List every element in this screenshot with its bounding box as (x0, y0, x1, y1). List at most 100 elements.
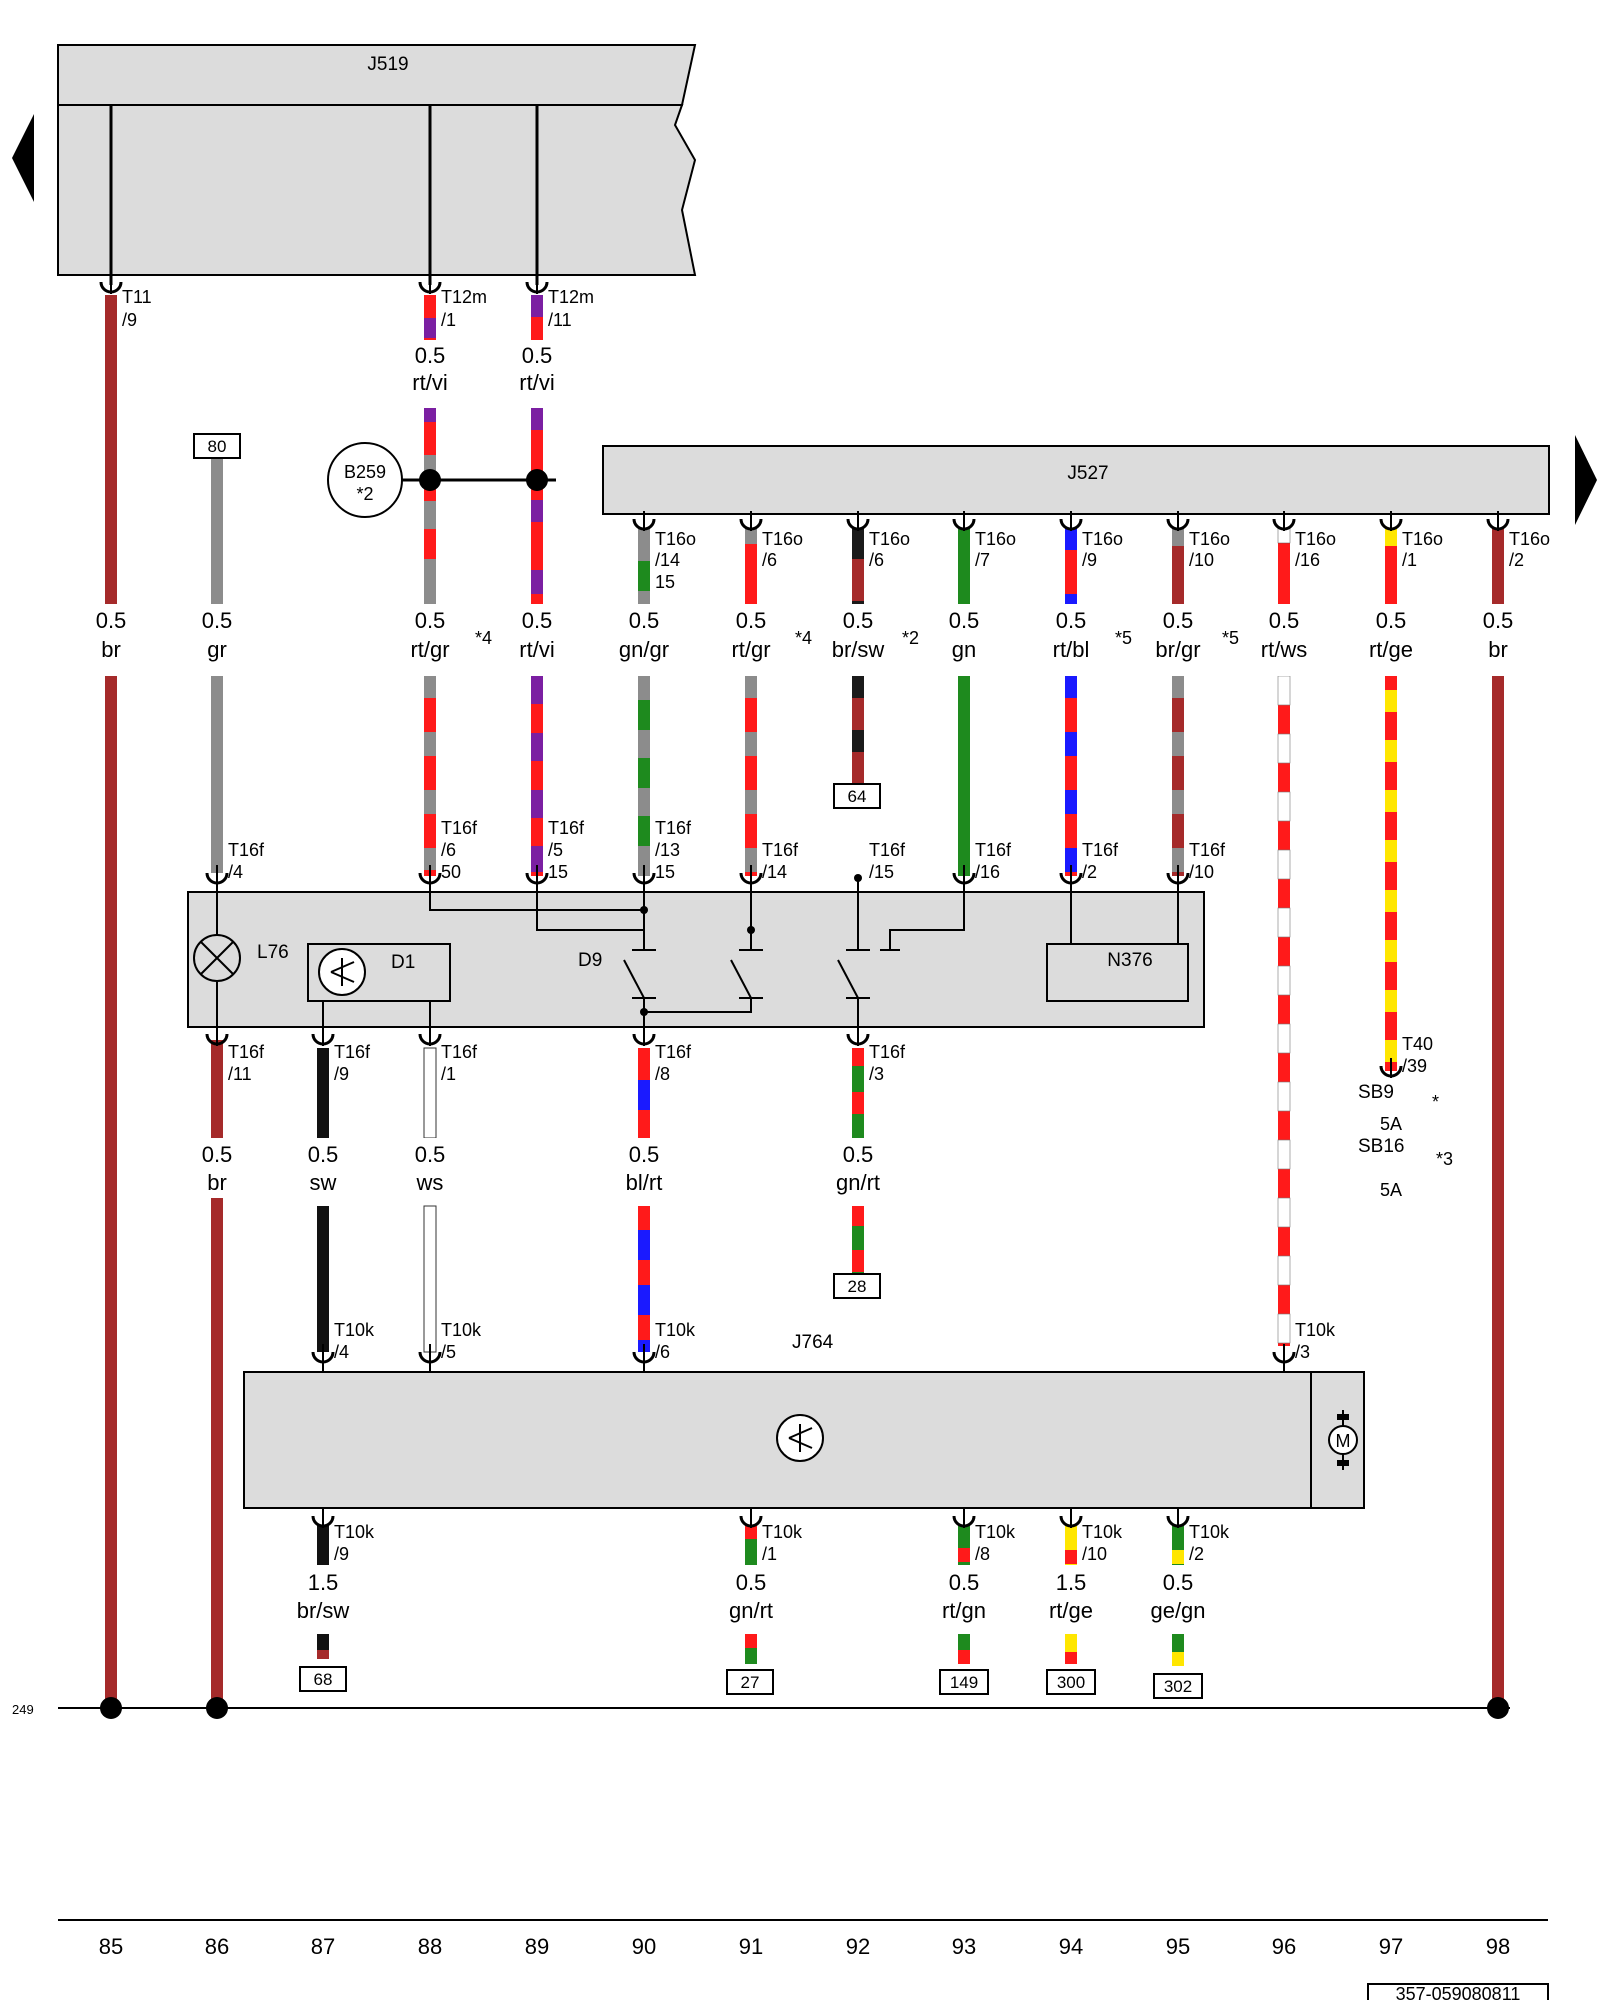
svg-text:/15: /15 (869, 862, 894, 882)
column-number: 98 (1486, 1934, 1510, 1959)
svg-text:300: 300 (1057, 1673, 1085, 1692)
wire-96-rtws-stripes (1277, 675, 1291, 1344)
svg-text:T10k: T10k (975, 1522, 1016, 1542)
wire-label-89: 0.5rt/vi (501, 604, 573, 676)
t40-pin: /39 (1402, 1056, 1427, 1076)
svg-text:/8: /8 (655, 1064, 670, 1084)
svg-text:0.5: 0.5 (1163, 1570, 1194, 1595)
conn-t16f-14: T16f/14 (762, 840, 799, 882)
svg-text:T16f: T16f (869, 1042, 906, 1062)
conn-t16f-3: T16f/3 (869, 1042, 906, 1084)
svg-text:T16o: T16o (975, 529, 1016, 549)
wire-label-98: 0.5br (1462, 604, 1534, 676)
conn-t16o-7: T16o/7 (975, 529, 1016, 570)
svg-text:rt/gr: rt/gr (731, 637, 770, 662)
wire-label-95: 0.5br/gr (1142, 604, 1214, 676)
wire-96-rtws (1277, 527, 1291, 1346)
wire-labels: 0.5 rt/vi 0.5 rt/vi 0.5br0.5gr0.5rt/gr0.… (75, 340, 1534, 1627)
sb9-amp: 5A (1380, 1114, 1402, 1134)
svg-text:0.5: 0.5 (629, 1142, 660, 1167)
svg-text:/6: /6 (655, 1342, 670, 1362)
wire-89-rtvi-top (531, 295, 543, 340)
svg-text:gn/rt: gn/rt (836, 1170, 880, 1195)
conn-t16o-9: T16o/9 (1082, 529, 1123, 570)
connector-cups (99, 274, 1510, 1528)
svg-text:T10k: T10k (1082, 1522, 1123, 1542)
svg-text:0.5: 0.5 (96, 608, 127, 633)
svg-text:/5: /5 (441, 1342, 456, 1362)
svg-text:0.5: 0.5 (1163, 608, 1194, 633)
sb16-note: *3 (1436, 1149, 1453, 1169)
wire-91-gnrt-lower (745, 1525, 757, 1664)
sb9-label: SB9 (1358, 1082, 1394, 1103)
svg-text:/16: /16 (975, 862, 1000, 882)
b259-splice: B259 *2 (327, 442, 556, 518)
conn-t16o-1: T16o/1 (1402, 529, 1443, 570)
conn-t10k-1: T10k/1 (762, 1522, 803, 1564)
svg-text:/10: /10 (1189, 550, 1214, 570)
svg-text:T16o: T16o (1295, 529, 1336, 549)
svg-text:0.5: 0.5 (949, 608, 980, 633)
svg-text:M: M (1336, 1431, 1351, 1451)
svg-text:64: 64 (848, 787, 867, 806)
wire-label-97: 0.5rt/ge (1355, 604, 1427, 676)
column-number: 91 (739, 1934, 763, 1959)
svg-text:/3: /3 (1295, 1342, 1310, 1362)
column-number: 90 (632, 1934, 656, 1959)
conn-t16f-10: T16f/10 (1189, 840, 1226, 882)
conn-t16o-6b: T16o/6 (869, 529, 910, 570)
conn-t11-9: T11/9 (122, 287, 152, 330)
svg-text:0.5: 0.5 (522, 343, 553, 368)
svg-text:T16f: T16f (975, 840, 1012, 860)
svg-text:rt/gr: rt/gr (410, 637, 449, 662)
d1-label: D1 (391, 952, 415, 973)
wire-87-brsw-lower (317, 1525, 329, 1659)
wire-91-rtgr (745, 528, 757, 876)
n376-label: N376 (1107, 950, 1152, 971)
wire-label-88-mid: 0.5ws (402, 1138, 458, 1198)
b259-note: *2 (356, 484, 373, 504)
conn-t10k-8: T10k/8 (975, 1522, 1016, 1564)
ref-28: 28 (833, 1273, 881, 1299)
svg-text:/4: /4 (228, 862, 243, 882)
wire-label-93-low: 0.5rt/gn (929, 1565, 999, 1627)
footnote-91: *4 (795, 628, 812, 648)
svg-text:T16f: T16f (1082, 840, 1119, 860)
svg-text:/11: /11 (548, 310, 572, 330)
svg-text:T16f: T16f (655, 818, 692, 838)
svg-text:rt/gn: rt/gn (942, 1598, 986, 1623)
svg-text:T12m: T12m (548, 287, 594, 307)
svg-text:/9: /9 (334, 1064, 349, 1084)
switch-module: L76 D1 D9 (187, 880, 1205, 1040)
footnote-95: *5 (1222, 628, 1239, 648)
wire-88-ws (423, 1047, 437, 1353)
column-number: 94 (1059, 1934, 1083, 1959)
svg-text:T16f: T16f (655, 1042, 692, 1062)
column-number: 87 (311, 1934, 335, 1959)
svg-text:gn/rt: gn/rt (729, 1598, 773, 1623)
wire-label-90-mid: 0.5bl/rt (614, 1138, 674, 1198)
wire-label-95-low: 0.5 ge/gn (1143, 1565, 1213, 1627)
wire-86-br (211, 1040, 223, 1708)
wire-90-blrt (638, 1048, 650, 1352)
wire-92-gnrt (852, 1048, 864, 1286)
wire-label-96: 0.5rt/ws (1248, 604, 1320, 676)
svg-text:T16f: T16f (441, 1042, 478, 1062)
conn-t12m-1: T12m/1 (441, 287, 487, 330)
svg-text:gn: gn (952, 637, 976, 662)
svg-text:T16o: T16o (1082, 529, 1123, 549)
svg-text:T16o: T16o (869, 529, 910, 549)
svg-text:br: br (1488, 637, 1508, 662)
conn-t16o-16: T16o/16 (1295, 529, 1336, 570)
svg-text:T16o: T16o (655, 529, 696, 549)
svg-text:0.5: 0.5 (843, 608, 874, 633)
svg-text:sw: sw (310, 1170, 337, 1195)
wire-label-89-top: 0.5 rt/vi (509, 340, 565, 396)
svg-text:0.5: 0.5 (415, 343, 446, 368)
conn-t16f-8: T16f/8 (655, 1042, 692, 1084)
svg-text:/1: /1 (441, 310, 456, 330)
svg-text:ge/gn: ge/gn (1150, 1598, 1205, 1623)
